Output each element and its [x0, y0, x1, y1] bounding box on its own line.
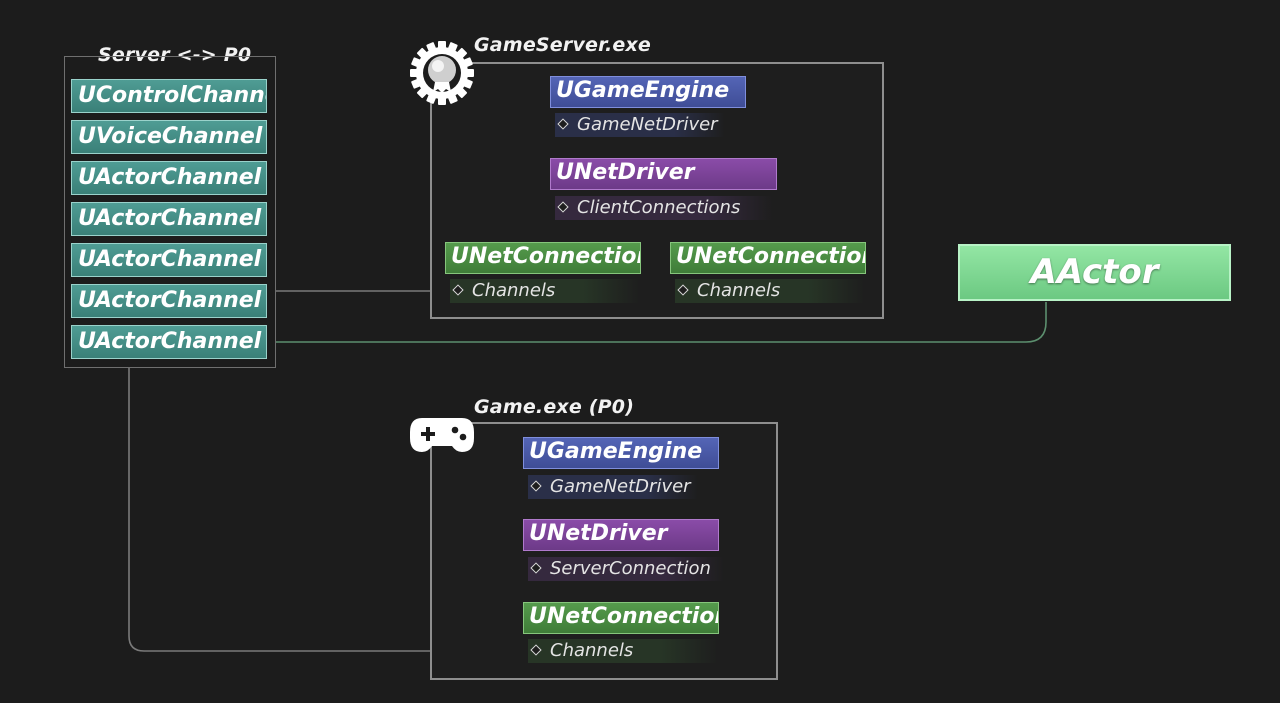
game-engine-header[interactable]: UGameEngine — [523, 437, 719, 469]
gs-engine-prop[interactable]: GameNetDriver — [555, 113, 725, 137]
channel-item[interactable]: UActorChannel — [71, 325, 267, 359]
server-panel-title: Server <-> P0 — [98, 44, 252, 66]
gameserver-frame — [430, 62, 884, 319]
gs-engine-prop-label: GameNetDriver — [577, 114, 718, 135]
channel-item[interactable]: UVoiceChannel — [71, 120, 267, 154]
wire-channels-to-client — [128, 368, 528, 652]
gs-connection-prop-label-2: Channels — [697, 280, 781, 301]
aactor-node[interactable]: AActor — [958, 244, 1231, 301]
game-engine-prop-label: GameNetDriver — [550, 476, 691, 497]
channel-item[interactable]: UControlChannel — [71, 79, 267, 113]
channel-item[interactable]: UActorChannel — [71, 202, 267, 236]
pin-diamond-icon — [530, 644, 542, 656]
pin-diamond-icon — [530, 480, 542, 492]
gs-connection-header-2[interactable]: UNetConnection — [670, 242, 866, 274]
pin-diamond-icon — [557, 118, 569, 130]
gs-driver-prop[interactable]: ClientConnections — [555, 196, 773, 220]
game-connection-prop[interactable]: Channels — [528, 639, 718, 663]
game-engine-prop[interactable]: GameNetDriver — [528, 475, 698, 499]
channel-item[interactable]: UActorChannel — [71, 161, 267, 195]
game-driver-prop-label: ServerConnection — [550, 558, 711, 579]
channel-item[interactable]: UActorChannel — [71, 243, 267, 277]
gs-connection-prop-2[interactable]: Channels — [675, 279, 865, 303]
gs-connection-prop-1[interactable]: Channels — [450, 279, 640, 303]
channel-item[interactable]: UActorChannel — [71, 284, 267, 318]
gs-connection-prop-label-1: Channels — [472, 280, 556, 301]
game-driver-header[interactable]: UNetDriver — [523, 519, 719, 551]
wire-channel-to-actor — [276, 302, 1047, 343]
gs-driver-header[interactable]: UNetDriver — [550, 158, 777, 190]
gameserver-title: GameServer.exe — [474, 34, 652, 56]
pin-diamond-icon — [557, 201, 569, 213]
game-connection-prop-label: Channels — [550, 640, 634, 661]
pin-diamond-icon — [452, 284, 464, 296]
server-channel-panel: UControlChannel UVoiceChannel UActorChan… — [64, 56, 276, 368]
game-title: Game.exe (P0) — [474, 396, 635, 418]
pin-diamond-icon — [677, 284, 689, 296]
gs-driver-prop-label: ClientConnections — [577, 197, 741, 218]
server-badge-icon — [410, 41, 474, 105]
game-driver-prop[interactable]: ServerConnection — [528, 557, 724, 581]
pin-diamond-icon — [530, 562, 542, 574]
game-connection-header[interactable]: UNetConnection — [523, 602, 719, 634]
gs-engine-header[interactable]: UGameEngine — [550, 76, 746, 108]
gamepad-icon — [410, 418, 474, 452]
gs-connection-header-1[interactable]: UNetConnection — [445, 242, 641, 274]
